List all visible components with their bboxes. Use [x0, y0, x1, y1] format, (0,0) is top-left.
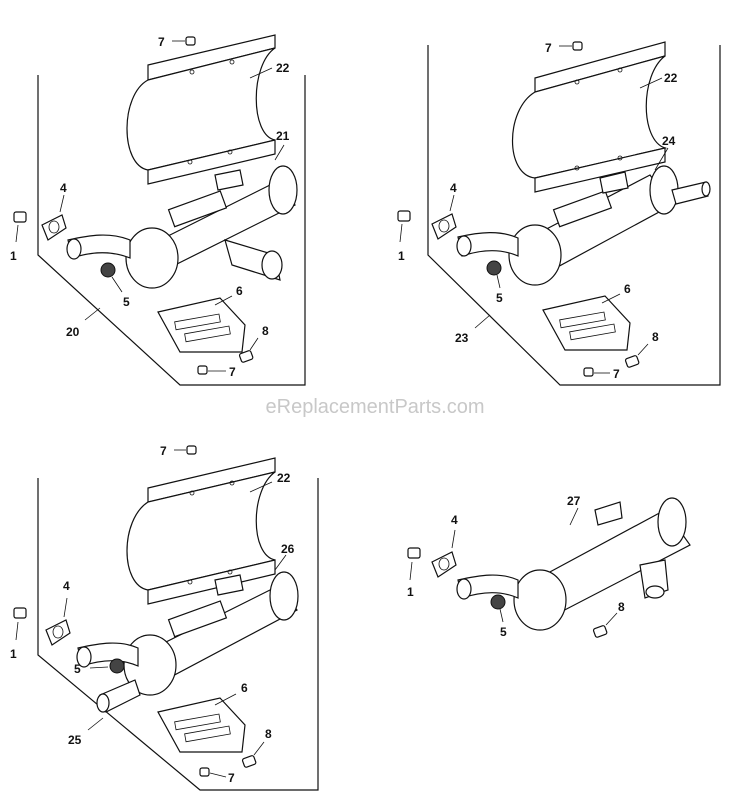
gasket	[431, 194, 457, 240]
bolt-top	[559, 41, 583, 51]
stud	[13, 211, 27, 243]
label-bolt-bottom: 7	[228, 771, 235, 785]
label-nut: 5	[74, 662, 81, 676]
label-assembly: 20	[66, 325, 80, 339]
bolt-top	[172, 36, 196, 46]
label-gasket: 4	[63, 579, 70, 593]
group-bottom-left: 7 22 26 4 1 5 6 25 8 7	[10, 444, 319, 791]
label-gasket: 4	[450, 181, 457, 195]
label-shield: 22	[664, 71, 678, 85]
label-screw: 8	[618, 600, 625, 614]
heat-shield	[511, 41, 668, 193]
label-muffler: 27	[567, 494, 581, 508]
muffler	[66, 165, 298, 289]
group-top-left: 7 22 21 4 1 5 6 20 8 7	[10, 34, 306, 386]
stud	[13, 607, 27, 641]
screw	[592, 612, 618, 638]
bolt-bottom	[199, 767, 227, 778]
group-top-right: 7 22 24 4 1 5 6 23 8 7	[397, 41, 721, 386]
nut	[490, 594, 506, 623]
label-screw: 8	[262, 324, 269, 338]
assembly-outline	[37, 478, 319, 791]
bolt-bottom	[197, 365, 226, 375]
nut	[89, 658, 125, 674]
label-stud: 1	[398, 249, 405, 263]
nut	[486, 260, 502, 289]
heat-shield	[126, 457, 276, 605]
label-screw: 8	[265, 727, 272, 741]
muffler	[76, 571, 299, 713]
label-bolt-top: 7	[160, 444, 167, 458]
label-assembly: 23	[455, 331, 469, 345]
label-stud: 1	[10, 249, 17, 263]
heat-shield	[126, 34, 276, 185]
label-nut: 5	[123, 295, 130, 309]
screw	[241, 741, 265, 768]
label-bracket: 6	[241, 681, 248, 695]
gasket	[431, 529, 457, 578]
bracket	[542, 293, 631, 351]
watermark: eReplacementParts.com	[266, 396, 485, 418]
label-shield: 22	[276, 61, 290, 75]
label-screw: 8	[652, 330, 659, 344]
bracket	[157, 693, 246, 753]
screw	[624, 343, 649, 368]
label-nut: 5	[496, 291, 503, 305]
label-gasket: 4	[60, 181, 67, 195]
stud	[397, 210, 411, 243]
assembly-outline	[427, 45, 721, 386]
bolt-bottom	[583, 367, 610, 377]
gasket	[45, 597, 71, 646]
gasket	[41, 194, 67, 241]
screw	[238, 337, 259, 363]
nut	[100, 262, 123, 293]
stud	[407, 547, 421, 581]
label-stud: 1	[10, 647, 17, 661]
bracket	[157, 295, 246, 353]
label-shield: 22	[277, 471, 291, 485]
label-bolt-top: 7	[158, 35, 165, 49]
label-gasket: 4	[451, 513, 458, 527]
assembly-outline	[37, 75, 306, 386]
label-assembly: 25	[68, 733, 82, 747]
muffler	[456, 165, 711, 286]
label-muffler: 26	[281, 542, 295, 556]
label-bolt-bottom: 7	[613, 367, 620, 381]
label-bolt-bottom: 7	[229, 365, 236, 379]
label-bracket: 6	[624, 282, 631, 296]
bolt-top	[174, 445, 197, 455]
label-bolt-top: 7	[545, 41, 552, 55]
label-muffler: 21	[276, 129, 290, 143]
label-muffler: 24	[662, 134, 676, 148]
label-bracket: 6	[236, 284, 243, 298]
label-nut: 5	[500, 625, 507, 639]
label-stud: 1	[407, 585, 414, 599]
group-bottom-right: 27 4 1 5 8	[407, 494, 691, 639]
muffler	[456, 497, 691, 631]
